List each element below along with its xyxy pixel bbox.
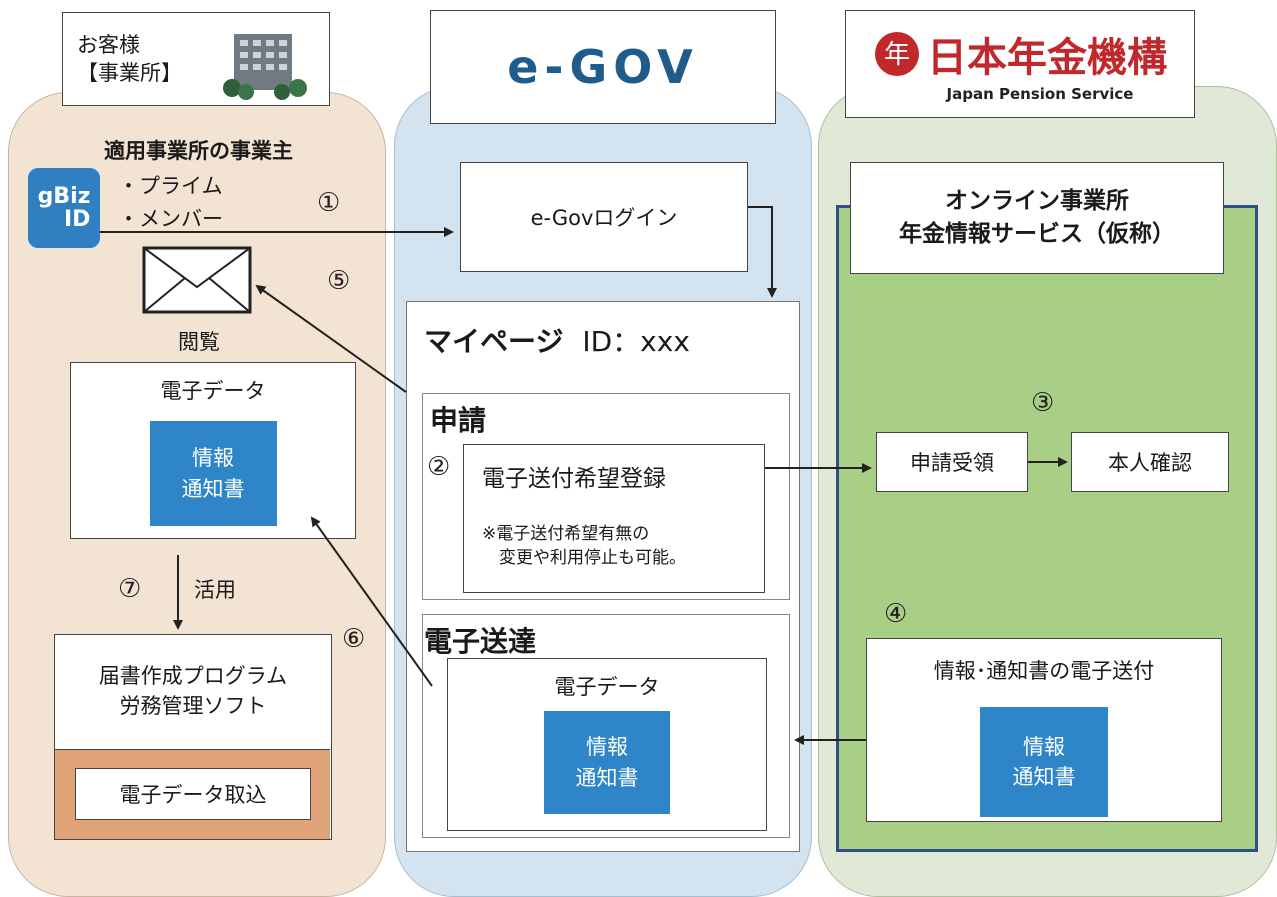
- owner-title: 適用事業所の事業主: [104, 139, 293, 163]
- apply-register-box: 電子送付希望登録 ※電子送付希望有無の 変更や利用停止も可能。: [463, 444, 765, 593]
- egov-logo-box: e-GOV: [430, 10, 776, 124]
- owner-item-prime: ・プライム: [118, 174, 223, 198]
- mypage-title: マイページ: [424, 325, 564, 358]
- jps-identity-box: 本人確認: [1071, 432, 1229, 492]
- customer-header-label: お客様 【事業所】: [77, 32, 182, 85]
- customer-info-doc: 情報 通知書: [149, 421, 277, 526]
- customer-edata-box: 電子データ 情報 通知書: [70, 362, 356, 539]
- jps-identity-label: 本人確認: [1108, 451, 1192, 475]
- step-7: ⑦: [118, 574, 142, 604]
- delivery-title: 電子送達: [424, 625, 537, 658]
- apply-register-title: 電子送付希望登録: [482, 466, 666, 492]
- jps-logo-name: 日本年金機構: [927, 35, 1167, 81]
- step-3: ③: [1031, 388, 1055, 418]
- delivery-info-doc-label: 情報 通知書: [575, 735, 639, 790]
- jps-receive-box: 申請受領: [876, 432, 1028, 492]
- software-box: 届書作成プログラム 労務管理ソフト 電子データ取込: [54, 634, 332, 840]
- egov-login-box: e-Govログイン: [460, 162, 748, 272]
- building-icon: [223, 34, 307, 100]
- jps-logo-sub: Japan Pension Service: [946, 85, 1134, 103]
- step-5: ⑤: [327, 266, 351, 296]
- delivery-info-doc: 情報 通知書: [544, 711, 670, 814]
- import-label: 電子データ取込: [119, 783, 267, 807]
- apply-title: 申請: [430, 404, 487, 437]
- jps-send-box: 情報･通知書の電子送付 情報 通知書: [866, 638, 1222, 822]
- egov-logo: e-GOV: [507, 40, 699, 94]
- step-6: ⑥: [342, 624, 366, 654]
- import-area: 電子データ取込: [55, 749, 330, 839]
- jps-service-title-box: オンライン事業所 年金情報サービス（仮称）: [850, 162, 1224, 274]
- arrow-login-to-mypage: [748, 206, 777, 298]
- mypage-header: マイページ ID：xxx: [424, 320, 690, 360]
- gbizid-logo-text: gBiz ID: [37, 183, 91, 232]
- gbizid-logo: gBiz ID: [28, 168, 100, 248]
- apply-register-note: ※電子送付希望有無の 変更や利用停止も可能。: [482, 524, 686, 568]
- delivery-edata-box: 電子データ 情報 通知書: [447, 658, 767, 831]
- customer-edata-title: 電子データ: [160, 379, 266, 403]
- step-1: ①: [317, 188, 341, 218]
- delivery-edata-title: 電子データ: [554, 675, 660, 699]
- jps-logo: 年 日本年金機構: [873, 25, 1167, 83]
- software-title: 届書作成プログラム 労務管理ソフト: [98, 664, 288, 719]
- mail-icon: [142, 246, 252, 314]
- jps-emblem-icon: 年: [875, 32, 919, 76]
- arrow-to-mail: [255, 284, 407, 393]
- mypage-id: ID：xxx: [582, 325, 690, 358]
- jps-logo-box: 年 日本年金機構 Japan Pension Service: [845, 10, 1195, 118]
- step-2: ②: [427, 452, 451, 482]
- svg-text:年: 年: [884, 40, 910, 70]
- step-4: ④: [884, 599, 908, 629]
- jps-send-info-doc: 情報 通知書: [980, 707, 1108, 817]
- owner-item-member: ・メンバー: [118, 207, 223, 231]
- jps-send-title: 情報･通知書の電子送付: [933, 659, 1155, 683]
- import-box: 電子データ取込: [75, 768, 311, 820]
- jps-send-info-doc-label: 情報 通知書: [1012, 734, 1076, 789]
- use-label: 活用: [194, 578, 236, 602]
- browse-label: 閲覧: [178, 330, 220, 354]
- arrow-delivery-to-customer: [310, 516, 433, 687]
- egov-login-label: e-Govログイン: [530, 206, 678, 230]
- jps-service-title: オンライン事業所 年金情報サービス（仮称）: [899, 187, 1175, 247]
- customer-info-doc-label: 情報 通知書: [181, 446, 245, 501]
- jps-receive-label: 申請受領: [910, 451, 994, 475]
